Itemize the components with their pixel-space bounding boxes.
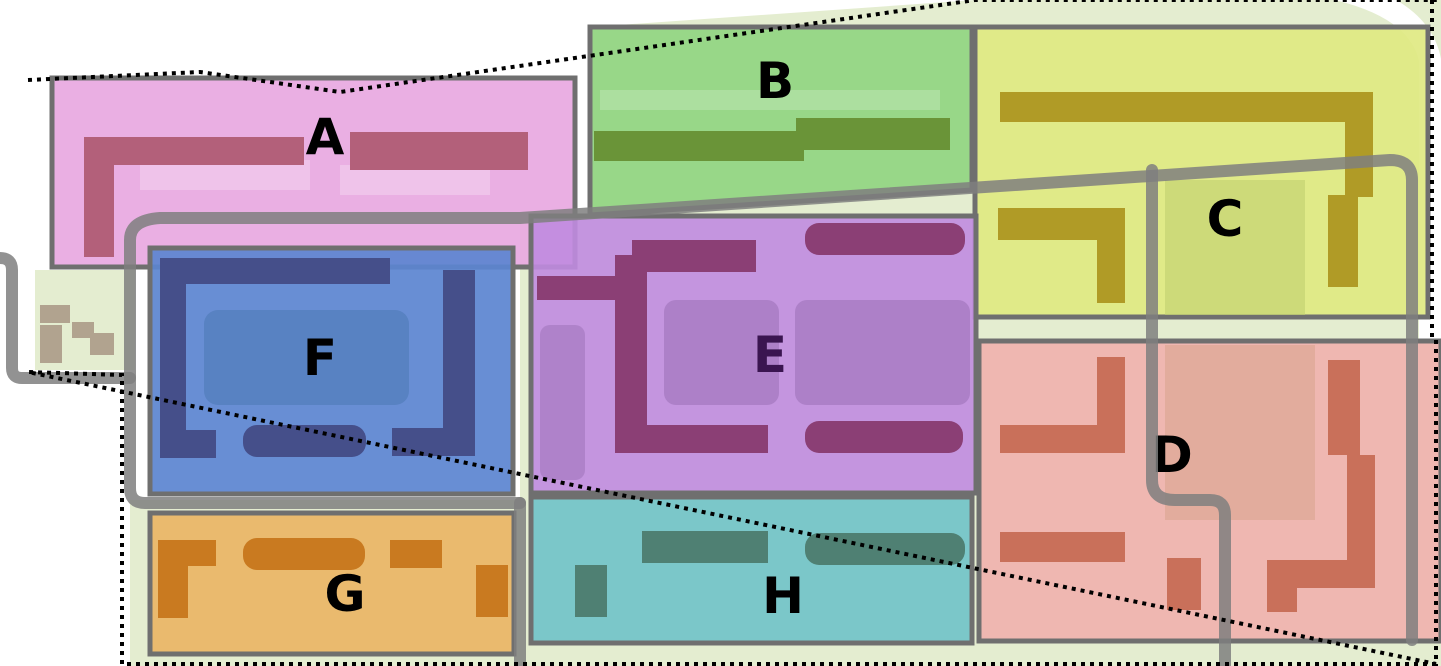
outbuildings [40, 305, 114, 363]
outbuilding-4 [90, 333, 114, 355]
outbuilding-2 [40, 325, 62, 363]
zone-f-building-east-foot [392, 428, 475, 456]
zone-a-area [49, 75, 578, 270]
zone-a-building-west [84, 137, 304, 165]
zone-c-building-l-leg [1097, 208, 1125, 303]
zone-a-building-east [350, 132, 528, 170]
zone-f-building-west [160, 258, 186, 458]
zone-f-label: F [303, 329, 337, 387]
zone-e-building-arm [537, 276, 637, 300]
zone-d-building-small [1167, 558, 1201, 610]
zone-h-building-small [575, 565, 607, 617]
zone-f-building-north [160, 258, 390, 284]
path-west-spur [0, 252, 136, 384]
outbuilding-3 [72, 322, 94, 338]
zone-f[interactable]: F [147, 245, 516, 497]
zone-f-building-south [243, 425, 366, 457]
zone-e-building-bottom [615, 425, 768, 453]
zone-a[interactable]: A [49, 75, 578, 270]
zone-b-building-east [796, 118, 950, 150]
zone-a-building-west-wing [84, 137, 114, 257]
path-central-spine [1146, 164, 1231, 666]
zone-g-label: G [324, 565, 365, 623]
zone-b-strip [600, 90, 940, 110]
zone-h-building-west [642, 531, 768, 563]
zone-d-inner-yard [1165, 345, 1315, 520]
zone-g-building-center [243, 538, 365, 570]
zone-e-building-top [632, 240, 756, 272]
zone-c-building-long [1000, 92, 1372, 122]
zone-e-yard-east [795, 300, 970, 405]
zone-d-label: D [1151, 426, 1193, 484]
zone-f-courtyard [204, 310, 409, 405]
zone-d[interactable]: D [976, 338, 1441, 644]
zone-d-building-east-toe [1267, 560, 1297, 612]
zone-b[interactable]: B [587, 24, 975, 218]
zone-a-label: A [306, 108, 345, 166]
footpaths [0, 154, 1418, 666]
zone-e-yard-west [664, 300, 779, 405]
zone-e-building-se [805, 421, 963, 453]
zone-g[interactable]: G [147, 510, 517, 657]
zone-b-building-west [594, 131, 804, 161]
zone-f-building-west-foot [160, 430, 216, 458]
zone-d-building-l-leg [1097, 357, 1125, 453]
outbuilding-1 [40, 305, 70, 323]
path-main-loop [124, 154, 1418, 646]
zone-c-building-east-wing [1345, 92, 1373, 197]
zone-b-label: B [756, 52, 794, 110]
zone-c-label: C [1207, 190, 1244, 248]
zone-h-label: H [762, 567, 804, 625]
zone-e-yard-strip [540, 325, 585, 480]
zone-e[interactable]: E [528, 213, 979, 496]
zone-d-building-east-top [1328, 360, 1360, 455]
zone-c-building-south [1328, 195, 1358, 287]
zone-g-building-corner [476, 565, 508, 617]
zone-g-building-west-leg [158, 540, 188, 618]
zone-h[interactable]: H [528, 494, 975, 646]
zone-c-inner-yard [1165, 180, 1305, 315]
zone-e-building-ne [805, 223, 965, 255]
zone-g-building-east [390, 540, 442, 568]
zone-e-label: E [753, 326, 787, 384]
zone-d-building-south [1000, 532, 1125, 562]
zone-f-building-east [443, 270, 475, 456]
